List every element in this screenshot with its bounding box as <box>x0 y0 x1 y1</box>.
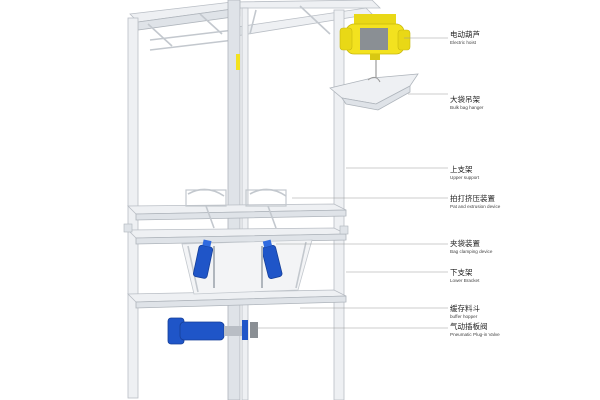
label-en: Lower Bracket <box>450 278 480 283</box>
callout-bag-clamping: 夹袋装置 Bag clamping device <box>450 238 493 254</box>
mid-frame-front <box>135 209 347 221</box>
label-en: Electric hoist <box>450 40 477 45</box>
bulk-bag-hanger <box>329 60 419 111</box>
label-cn: 拍打挤压装置 <box>450 193 495 203</box>
mid-frame-lower-front <box>135 233 347 245</box>
label-cn: 下支架 <box>450 267 473 277</box>
label-en: buffer hopper <box>450 314 478 319</box>
callout-buffer-hopper: 缓存料斗 buffer hopper <box>450 303 480 319</box>
top-beam-right <box>230 0 381 9</box>
label-en: Bag clamping device <box>450 249 493 254</box>
label-cn: 夹袋装置 <box>450 238 480 248</box>
label-cn: 上支架 <box>450 164 473 174</box>
callout-bulk-bag-hanger: 大袋吊架 Bulk bag hanger <box>450 94 484 110</box>
label-en: Bulk bag hanger <box>450 105 484 110</box>
label-cn: 电动葫芦 <box>450 29 480 39</box>
callout-upper-support: 上支架 Upper support <box>450 164 480 180</box>
callout-pneumatic-valve: 气动插板阀 Pneumatic Plug-in Valve <box>450 321 500 337</box>
bag-clamping-device <box>193 239 283 288</box>
leader-lines <box>256 37 448 329</box>
frame <box>123 0 381 400</box>
label-cn: 大袋吊架 <box>450 94 480 104</box>
label-en: Pneumatic Plug-in Valve <box>450 332 500 337</box>
pneumatic-valve <box>167 317 258 345</box>
callout-lower-bracket: 下支架 Lower Bracket <box>450 267 480 283</box>
label-cn: 缓存料斗 <box>450 303 480 313</box>
label-cn: 气动插板阀 <box>450 321 488 331</box>
label-en: Pat and extrusion device <box>450 204 501 209</box>
label-en: Upper support <box>450 175 480 180</box>
lower-frame-front <box>135 295 347 309</box>
electric-hoist <box>339 14 411 60</box>
callout-pat-extrusion: 拍打挤压装置 Pat and extrusion device <box>450 193 501 209</box>
post-back-center <box>241 7 249 400</box>
callout-electric-hoist: 电动葫芦 Electric hoist <box>450 29 480 45</box>
